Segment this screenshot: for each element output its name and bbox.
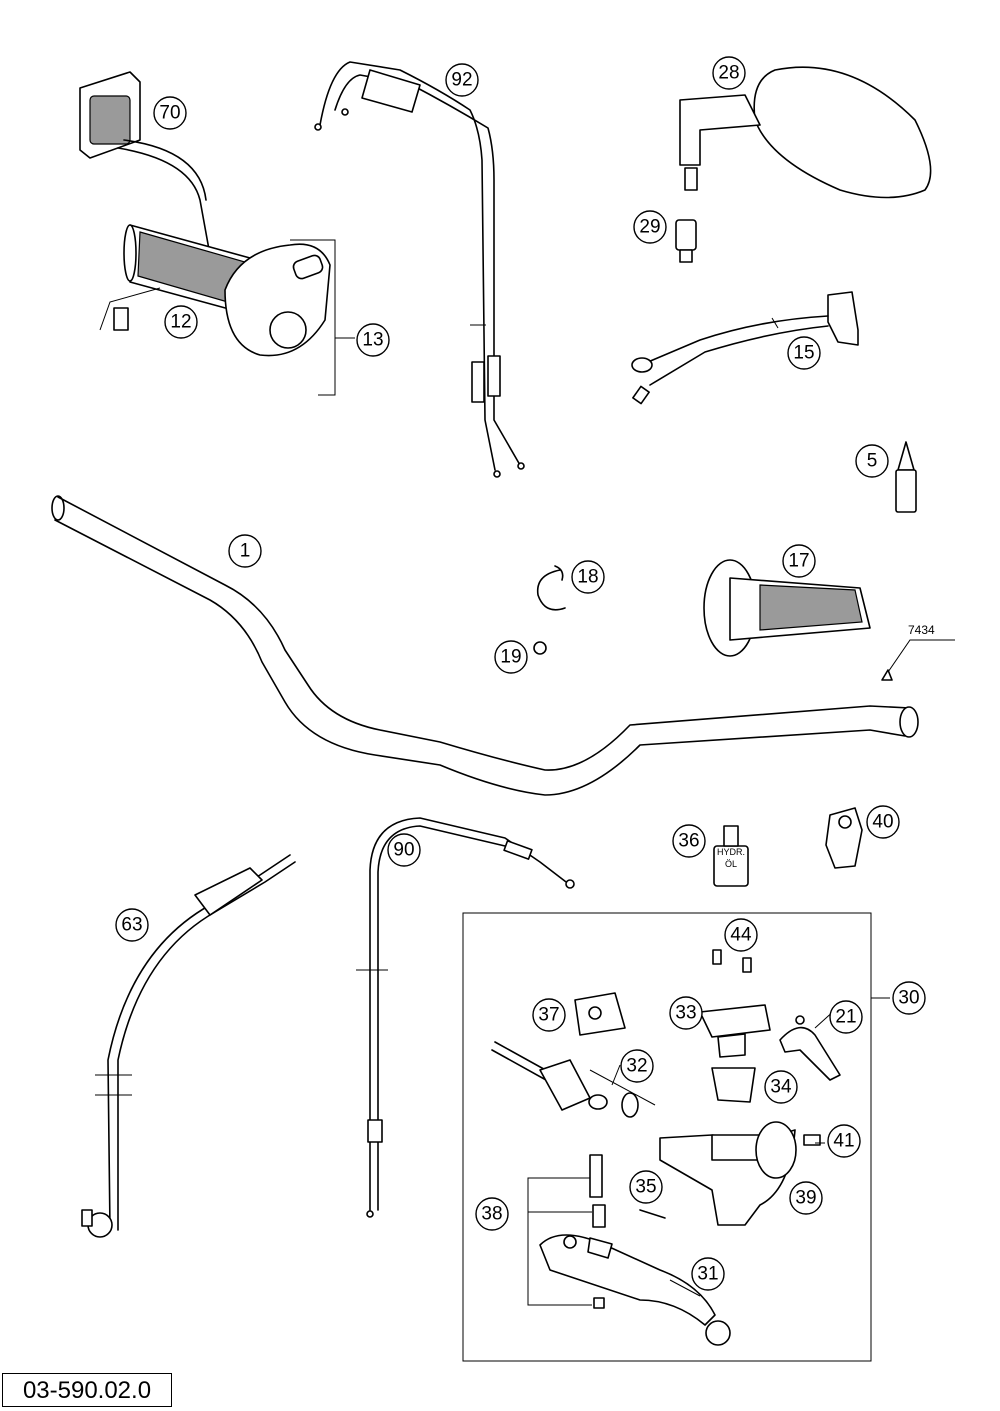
- thread-locker-bottle: [895, 441, 917, 513]
- callout-15: 15: [787, 336, 821, 370]
- svg-text:29: 29: [639, 217, 660, 238]
- svg-text:21: 21: [835, 1007, 856, 1028]
- svg-text:12: 12: [170, 312, 191, 333]
- callout-33: 33: [669, 996, 703, 1030]
- adjust-screw: [639, 1209, 666, 1219]
- svg-text:40: 40: [872, 812, 893, 833]
- svg-text:30: 30: [898, 988, 919, 1009]
- svg-text:37: 37: [538, 1005, 559, 1026]
- clutch-cable: [356, 817, 575, 1218]
- mirror-adapter: [675, 219, 697, 263]
- callout-32: 32: [620, 1049, 654, 1083]
- svg-text:41: 41: [833, 1131, 854, 1152]
- piston-spring: [491, 1041, 656, 1118]
- oil-bottle-line1: HYDR.: [717, 847, 745, 857]
- svg-text:35: 35: [635, 1177, 656, 1198]
- callout-41: 41: [827, 1124, 861, 1158]
- handlebar: [51, 495, 919, 796]
- callout-37: 37: [532, 998, 566, 1032]
- svg-text:15: 15: [793, 343, 814, 364]
- callout-34: 34: [764, 1070, 798, 1104]
- throttle-grip: [99, 224, 331, 357]
- hydraulic-oil-bottle: HYDR. ÖL: [713, 825, 749, 887]
- svg-text:38: 38: [481, 1204, 502, 1225]
- svg-text:31: 31: [697, 1264, 718, 1285]
- reservoir-lid: [699, 1004, 771, 1058]
- callout-90: 90: [387, 833, 421, 867]
- callout-92: 92: [445, 63, 479, 97]
- svg-text:63: 63: [121, 915, 142, 936]
- callout-19: 19: [494, 640, 528, 674]
- svg-text:28: 28: [718, 63, 739, 84]
- switch-housing: [79, 71, 211, 256]
- svg-text:5: 5: [867, 451, 878, 472]
- svg-text:17: 17: [788, 551, 809, 572]
- callout-13: 13: [356, 323, 390, 357]
- svg-text:32: 32: [626, 1056, 647, 1077]
- callout-28: 28: [712, 56, 746, 90]
- svg-text:19: 19: [500, 647, 521, 668]
- reservoir-cover: [574, 992, 626, 1036]
- rubber-boot: [711, 1067, 756, 1103]
- master-cylinder-screws: [712, 949, 752, 973]
- svg-text:36: 36: [678, 831, 699, 852]
- nut: [533, 641, 547, 655]
- callout-70: 70: [153, 96, 187, 130]
- svg-text:70: 70: [159, 103, 180, 124]
- svg-text:1: 1: [240, 541, 251, 562]
- callout-29: 29: [633, 210, 667, 244]
- callout-21: 21: [829, 1000, 863, 1034]
- callout-1: 1: [228, 534, 262, 568]
- speedometer-cable: [81, 854, 296, 1238]
- callout-17: 17: [782, 544, 816, 578]
- pivot-bolt-and-nut: [527, 1154, 606, 1309]
- handlebar-grip: [703, 559, 871, 657]
- callout-31: 31: [691, 1257, 725, 1291]
- svg-text:92: 92: [451, 70, 472, 91]
- cable-tie: [536, 565, 566, 611]
- callout-40: 40: [866, 805, 900, 839]
- callout-35: 35: [629, 1170, 663, 1204]
- banjo-bolt: [803, 1134, 821, 1146]
- svg-text:44: 44: [730, 925, 752, 946]
- svg-text:90: 90: [393, 840, 414, 861]
- mirror: [679, 66, 932, 199]
- oil-bottle-line2: ÖL: [725, 859, 737, 869]
- callout-30: 30: [892, 981, 926, 1015]
- master-cylinder-body: [659, 1121, 797, 1226]
- throttle-bracket-line: [290, 239, 355, 396]
- callout-39: 39: [789, 1181, 823, 1215]
- svg-text:33: 33: [675, 1003, 696, 1024]
- svg-text:34: 34: [770, 1077, 792, 1098]
- callout-38: 38: [475, 1197, 509, 1231]
- callout-18: 18: [571, 560, 605, 594]
- callout-63: 63: [115, 908, 149, 942]
- brake-line-clamp: [825, 807, 863, 869]
- brake-lever: [539, 1234, 731, 1346]
- label-7434: 7434: [908, 623, 935, 637]
- callout-44: 44: [724, 918, 758, 952]
- svg-text:13: 13: [362, 330, 383, 351]
- callout-12: 12: [164, 305, 198, 339]
- kill-switch: [631, 291, 859, 405]
- svg-text:18: 18: [577, 567, 598, 588]
- label-7434-leader: [881, 639, 955, 681]
- callout-36: 36: [672, 824, 706, 858]
- lever-adjuster: [779, 1015, 841, 1081]
- svg-text:39: 39: [795, 1188, 816, 1209]
- brake-assembly-frame: [462, 912, 890, 1362]
- callout-5: 5: [855, 444, 889, 478]
- throttle-cables: [314, 61, 525, 478]
- drawing-code: 03-590.02.0: [2, 1373, 172, 1407]
